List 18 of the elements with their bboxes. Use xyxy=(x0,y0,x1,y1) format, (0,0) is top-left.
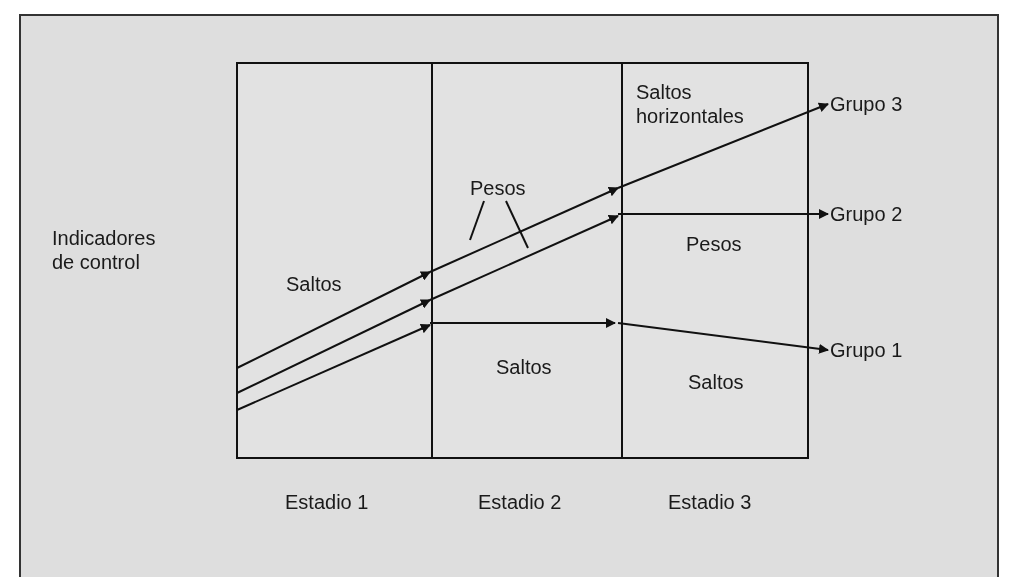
group-label: Grupo 3 xyxy=(830,92,903,116)
stage-label: Estadio 3 xyxy=(668,490,752,514)
group-label: Grupo 1 xyxy=(830,338,903,362)
stage-label: Estadio 1 xyxy=(285,490,369,514)
region-label: Saltos xyxy=(688,370,744,394)
axis-label: Indicadores de control xyxy=(52,226,157,274)
arrow xyxy=(617,322,829,354)
column-note: Saltos horizontales xyxy=(636,80,745,128)
region-label: Saltos xyxy=(286,272,342,296)
stage-label: Estadio 2 xyxy=(478,490,562,514)
callout-label: Pesos xyxy=(470,176,526,200)
region-label: Saltos xyxy=(496,355,552,379)
leader-line xyxy=(505,200,529,249)
leader-line xyxy=(469,200,485,241)
arrow xyxy=(617,102,829,189)
group-label: Grupo 2 xyxy=(830,202,903,226)
region-label: Pesos xyxy=(686,232,742,256)
arrow xyxy=(617,209,829,219)
